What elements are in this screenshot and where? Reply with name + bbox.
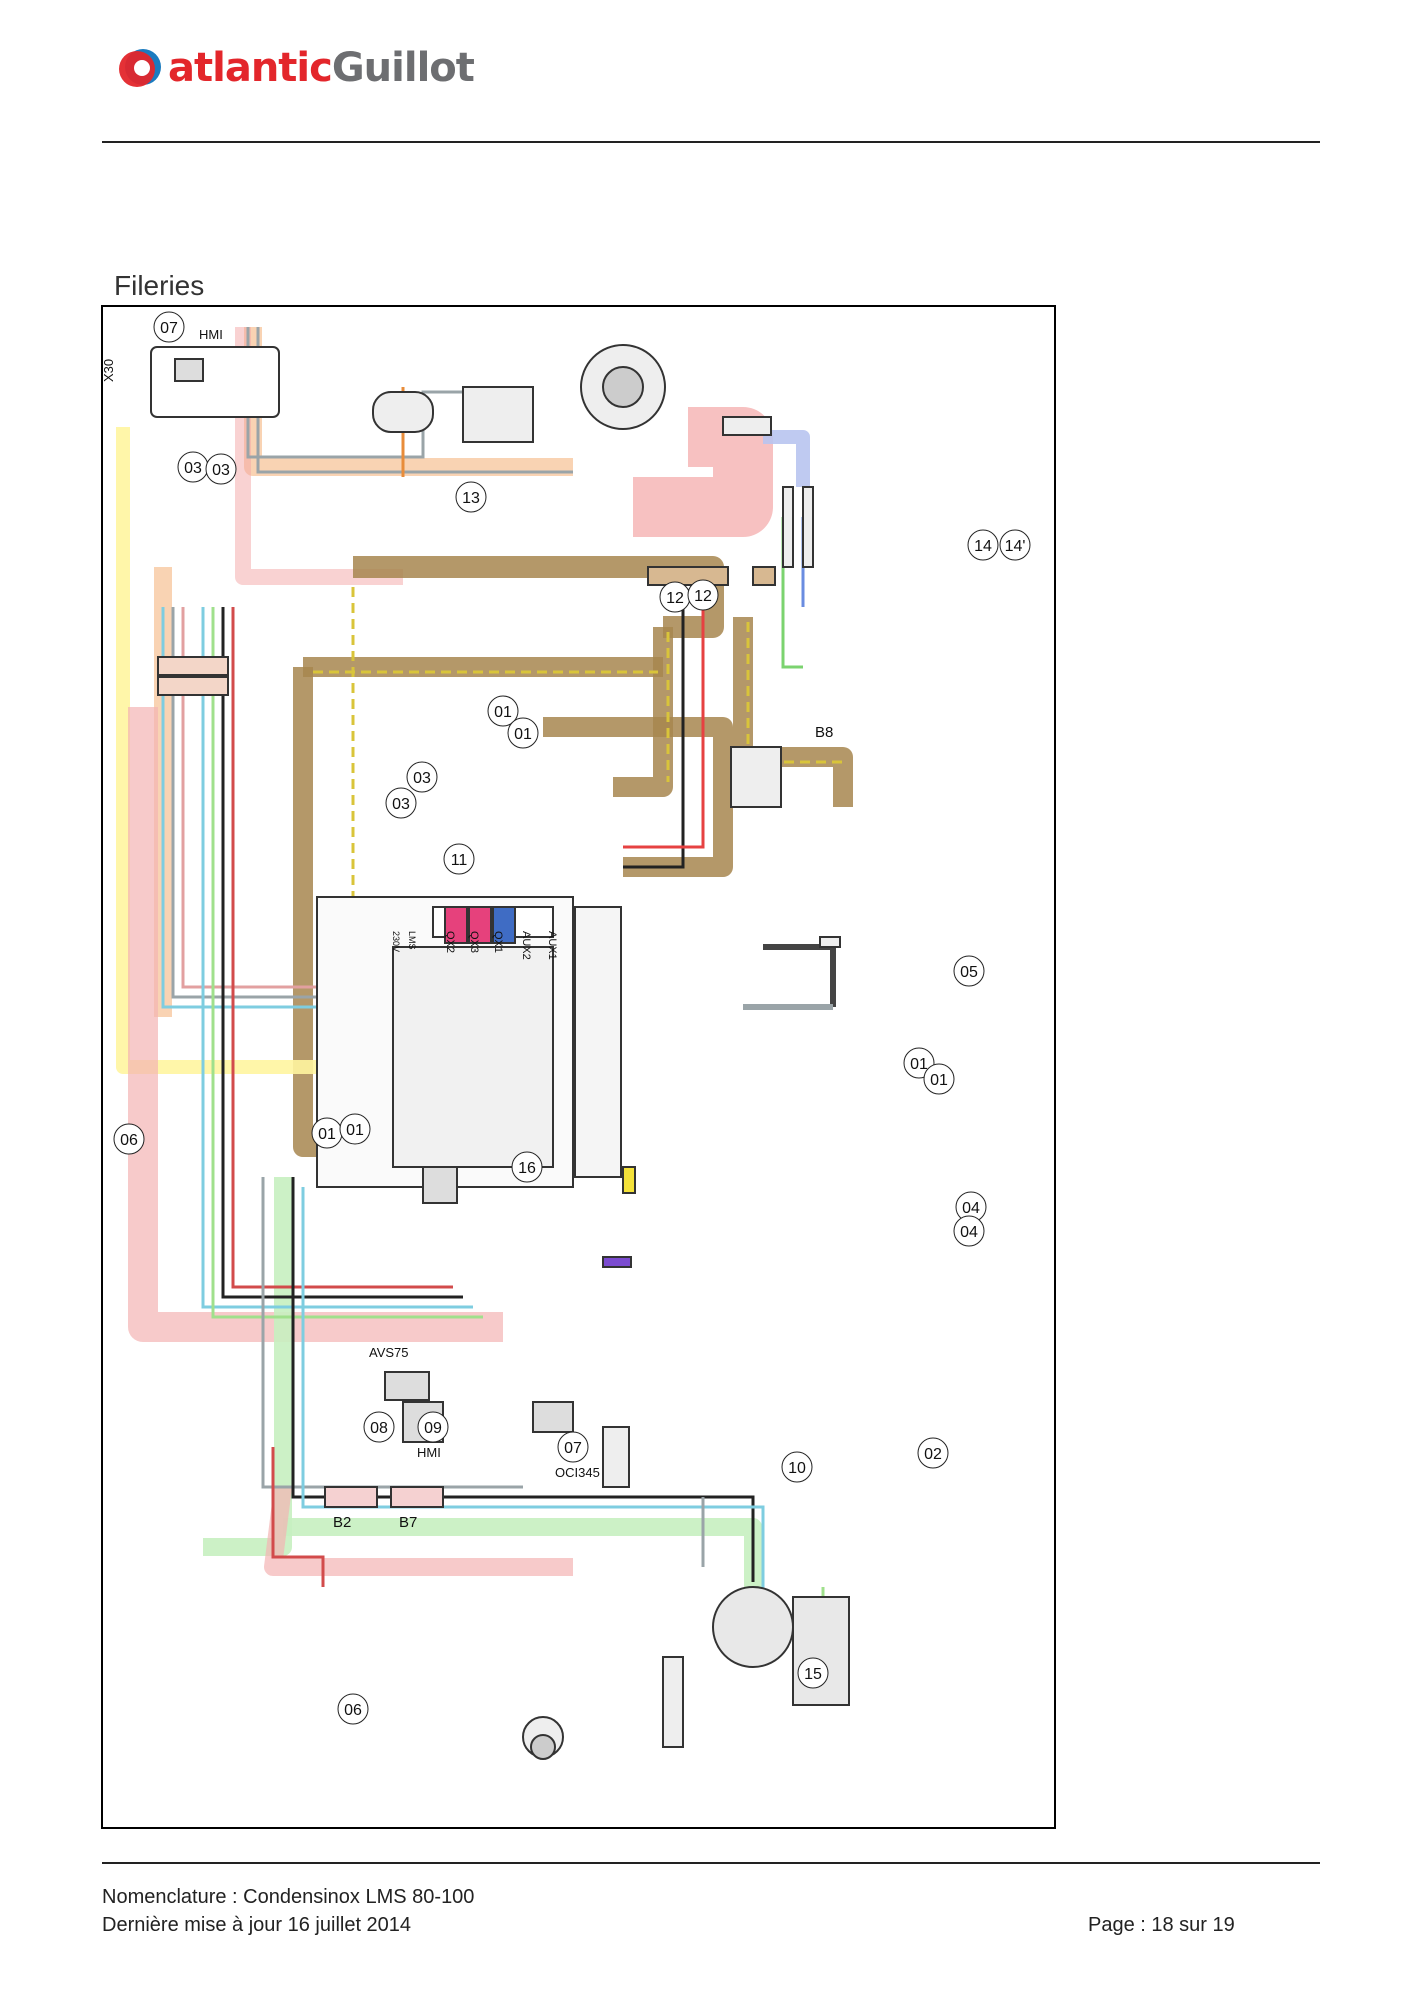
label-aux1: AUX1: [546, 931, 558, 960]
svg-text:14': 14': [1005, 538, 1026, 555]
svg-text:14: 14: [974, 538, 992, 555]
label-hmi-top: HMI: [199, 327, 223, 342]
label-b2: B2: [333, 1514, 351, 1531]
svg-text:01: 01: [514, 726, 532, 743]
label-qx1: QX1: [492, 931, 504, 953]
callout-01-f: 01: [339, 1113, 371, 1145]
svg-text:03: 03: [392, 796, 410, 813]
callout-11: 11: [443, 843, 475, 875]
callout-06-b: 06: [337, 1693, 369, 1725]
logo-text-atlantic: atlantic: [168, 45, 333, 91]
callout-16: 16: [511, 1151, 543, 1183]
label-b8: B8: [815, 724, 833, 741]
atlantic-logo-icon: [119, 49, 161, 87]
label-lms: LMS: [407, 931, 417, 950]
callout-03-a: 03: [177, 451, 209, 483]
svg-text:10: 10: [788, 1460, 806, 1477]
callout-12-a: 12: [659, 581, 691, 613]
callout-04-a: 04: [955, 1191, 987, 1223]
svg-text:12: 12: [694, 588, 712, 605]
callout-05: 05: [953, 955, 985, 987]
label-230v: 230V: [391, 931, 401, 952]
callout-03-d: 03: [385, 787, 417, 819]
brand-logo: atlantic Guillot: [118, 40, 475, 96]
svg-text:04: 04: [962, 1200, 980, 1217]
svg-text:08: 08: [370, 1420, 388, 1437]
label-aux2: AUX2: [520, 931, 532, 960]
section-title: Fileries: [114, 270, 205, 301]
svg-text:01: 01: [346, 1122, 364, 1139]
svg-text:01: 01: [494, 704, 512, 721]
svg-text:03: 03: [184, 460, 202, 477]
callout-01-d: 01: [923, 1063, 955, 1095]
svg-text:12: 12: [666, 590, 684, 607]
svg-text:06: 06: [344, 1702, 362, 1719]
label-oci345: OCI345: [555, 1465, 600, 1480]
callout-15: 15: [797, 1657, 829, 1689]
label-hmi-bottom: HMI: [417, 1445, 441, 1460]
svg-text:01: 01: [318, 1126, 336, 1143]
svg-text:03: 03: [212, 462, 230, 479]
svg-text:09: 09: [424, 1420, 442, 1437]
svg-text:07: 07: [564, 1440, 582, 1457]
wiring-diagram: HMI X30 QX2 QX3 QX1 AUX2 AUX1 LMS 230V B…: [101, 305, 1056, 1829]
label-avs75: AVS75: [369, 1345, 409, 1360]
callout-09: 09: [417, 1411, 449, 1443]
footer-page-number: Page : 18 sur 19: [1088, 1914, 1235, 1936]
svg-text:05: 05: [960, 964, 978, 981]
callout-04-b: 04: [953, 1215, 985, 1247]
header-rule: [102, 141, 1320, 143]
logo-text-guillot: Guillot: [331, 45, 475, 91]
callout-14-prime: 14': [999, 529, 1031, 561]
callout-10: 10: [781, 1451, 813, 1483]
callout-group: 07 03 03 13 12 12 14 14' 01 01 03 03 11 …: [113, 311, 1031, 1725]
footer-rule: [102, 1862, 1320, 1864]
label-x30: X30: [103, 359, 116, 382]
svg-text:01: 01: [930, 1072, 948, 1089]
callout-07-top: 07: [153, 311, 185, 343]
callout-12-b: 12: [687, 579, 719, 611]
svg-text:07: 07: [160, 320, 178, 337]
callout-03-b: 03: [205, 453, 237, 485]
label-qx3: QX3: [468, 931, 480, 953]
svg-text:15: 15: [804, 1666, 822, 1683]
svg-text:13: 13: [462, 490, 480, 507]
svg-text:04: 04: [960, 1224, 978, 1241]
svg-text:11: 11: [451, 852, 468, 869]
callout-01-a: 01: [487, 695, 519, 727]
svg-text:02: 02: [924, 1446, 942, 1463]
footer-last-update: Dernière mise à jour 16 juillet 2014: [102, 1914, 412, 1936]
callout-06-a: 06: [113, 1123, 145, 1155]
callout-03-c: 03: [406, 761, 438, 793]
svg-text:01: 01: [910, 1056, 928, 1073]
callout-07-bottom: 07: [557, 1431, 589, 1463]
svg-text:03: 03: [413, 770, 431, 787]
callout-02: 02: [917, 1437, 949, 1469]
wiring-diagram-svg: HMI X30 QX2 QX3 QX1 AUX2 AUX1 LMS 230V B…: [103, 311, 1031, 1760]
svg-text:06: 06: [120, 1132, 138, 1149]
label-b7: B7: [399, 1514, 417, 1531]
callout-01-e: 01: [311, 1117, 343, 1149]
svg-text:16: 16: [518, 1160, 536, 1177]
label-qx2: QX2: [444, 931, 456, 953]
callout-01-b: 01: [507, 717, 539, 749]
callout-08: 08: [363, 1411, 395, 1443]
callout-14: 14: [967, 529, 999, 561]
callout-13: 13: [455, 481, 487, 513]
footer-nomenclature: Nomenclature : Condensinox LMS 80-100: [102, 1886, 475, 1908]
